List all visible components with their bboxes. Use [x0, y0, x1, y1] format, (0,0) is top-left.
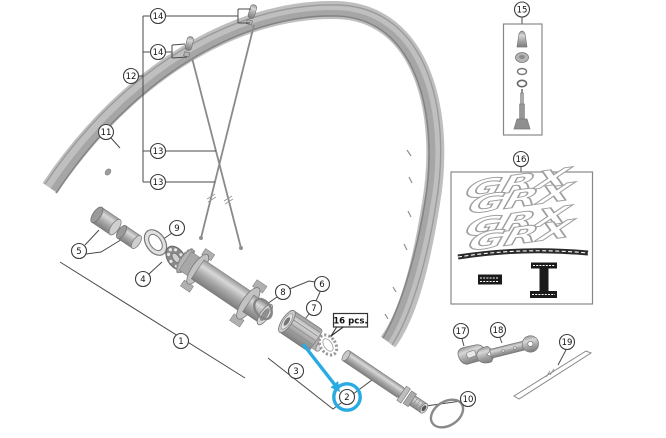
callout-14-upper: 14 — [149, 7, 167, 25]
callout-12: 12 — [122, 67, 140, 85]
svg-text:7: 7 — [311, 304, 316, 314]
svg-text:17: 17 — [456, 327, 467, 337]
spoke-right — [200, 24, 255, 239]
spokes — [191, 24, 255, 250]
highlight-arrow-shaft — [301, 342, 337, 387]
rim-strip — [513, 350, 593, 400]
svg-text:6: 6 — [319, 280, 324, 290]
spoke-break-marks — [206, 193, 234, 205]
callout-2: 2 — [338, 388, 356, 406]
highlight-part-2 — [301, 342, 362, 412]
svg-text:12: 12 — [126, 72, 137, 82]
spoke-head — [239, 246, 243, 250]
spoke-head — [199, 236, 203, 240]
callout-10: 10 — [459, 390, 477, 408]
svg-text:4: 4 — [140, 275, 145, 285]
svg-text:9: 9 — [174, 224, 179, 234]
highlight-circle — [332, 382, 362, 412]
svg-text:5: 5 — [76, 247, 81, 257]
hub-body — [175, 248, 273, 328]
thru-axle — [341, 350, 429, 414]
svg-text:3: 3 — [293, 367, 298, 377]
quantity-tag: 16 pcs. — [330, 312, 369, 337]
valve-kit-box — [502, 23, 543, 136]
wrench-tool — [476, 335, 539, 364]
callouts: 14 14 12 11 13 13 15 16 5 9 4 8 6 7 1 3 … — [70, 1, 576, 408]
svg-text:16: 16 — [516, 155, 527, 165]
callout-11: 11 — [97, 123, 115, 141]
svg-text:13: 13 — [153, 147, 164, 157]
nipple-lower — [183, 36, 194, 58]
svg-text:13: 13 — [153, 178, 164, 188]
rim — [42, 0, 445, 348]
svg-text:14: 14 — [153, 48, 164, 58]
decal-sheet-box: GRX GRX GRX GRX — [450, 162, 594, 305]
callout-5: 5 — [70, 242, 88, 260]
decal-small-label — [478, 274, 502, 285]
svg-text:18: 18 — [493, 326, 504, 336]
rim-valve-hole — [104, 168, 112, 176]
callout-6: 6 — [313, 275, 331, 293]
seal-washer — [143, 229, 168, 256]
decal-ibeam-sticker — [530, 262, 557, 298]
callout-3: 3 — [287, 362, 305, 380]
serrated-washer — [317, 333, 339, 357]
callout-1: 1 — [172, 332, 190, 350]
quantity-tag-label: 16 pcs. — [333, 317, 368, 327]
svg-text:2: 2 — [344, 393, 349, 403]
end-cap-small — [116, 225, 142, 249]
valve-ring — [516, 67, 528, 76]
rim-spoke-holes — [384, 149, 413, 320]
callout-14-lower: 14 — [149, 43, 167, 61]
callout-15: 15 — [513, 1, 531, 18]
end-cap-large — [90, 206, 122, 236]
spoke-left — [191, 57, 242, 249]
callout-19: 19 — [558, 333, 576, 351]
callout-7: 7 — [305, 299, 323, 317]
svg-text:14: 14 — [153, 12, 164, 22]
callout-8: 8 — [274, 283, 292, 301]
valve-cap — [516, 30, 528, 48]
svg-text:11: 11 — [101, 128, 112, 138]
svg-text:10: 10 — [463, 395, 474, 405]
callout-17: 17 — [452, 322, 470, 340]
callout-13-upper: 13 — [149, 142, 167, 160]
svg-text:1: 1 — [178, 337, 183, 347]
callout-4: 4 — [134, 270, 152, 288]
valve-ring — [516, 79, 528, 88]
valve-stem — [513, 89, 531, 130]
callout-9: 9 — [168, 219, 186, 237]
o-ring-small — [253, 297, 273, 321]
callout-13-lower: 13 — [149, 173, 167, 191]
callout-18: 18 — [489, 321, 507, 339]
nipple-upper — [245, 4, 258, 26]
svg-text:15: 15 — [517, 6, 528, 16]
svg-text:8: 8 — [280, 288, 285, 298]
svg-text:19: 19 — [562, 338, 573, 348]
decal-spec-strip — [457, 248, 589, 260]
callout-16: 16 — [512, 150, 530, 168]
